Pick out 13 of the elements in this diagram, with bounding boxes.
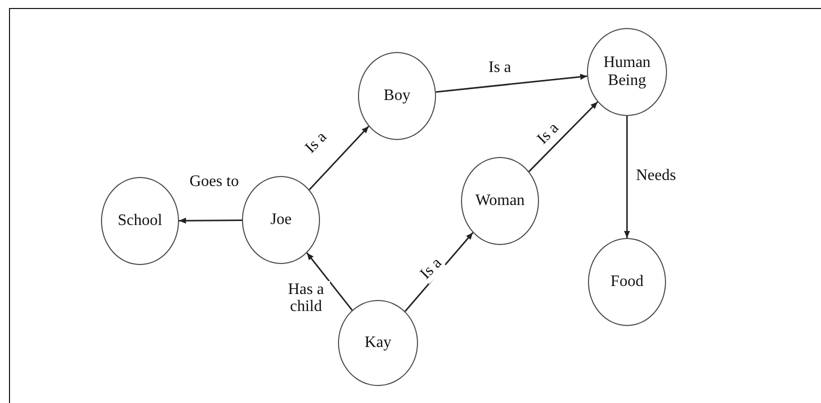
node-label: Woman <box>474 192 526 210</box>
arrow <box>624 116 630 238</box>
arrow <box>179 218 242 224</box>
arrow <box>308 126 370 190</box>
node-label: Food <box>610 272 644 292</box>
node-label: Kay <box>364 334 392 352</box>
node-label: Human Being <box>602 54 652 90</box>
arrow <box>306 252 353 311</box>
arrow <box>528 101 598 172</box>
node-label: Joe <box>269 210 293 230</box>
node-label: School <box>116 212 164 230</box>
node-label: Boy <box>382 86 412 106</box>
arrow <box>436 74 588 93</box>
